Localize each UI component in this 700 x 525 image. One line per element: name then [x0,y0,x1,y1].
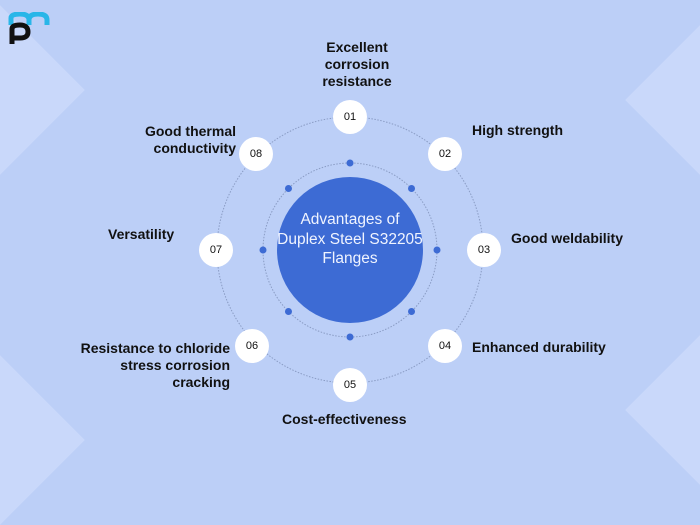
label-01: Excellent corrosion resistance [322,39,392,89]
label-02: High strength [472,122,563,138]
ring-dot [408,308,416,316]
node-03: 03 [467,233,501,267]
center-circle [277,177,423,323]
node-08: 08 [239,137,273,171]
center-title: Advantages of Duplex Steel S32205 Flange… [277,211,423,267]
node-04: 04 [428,329,462,363]
label-04: Enhanced durability [472,339,606,355]
ring-dot [346,333,354,341]
label-05: Cost-effectiveness [282,411,407,427]
node-07: 07 [199,233,233,267]
ring-dot [408,184,416,192]
ring-dot [284,308,292,316]
label-03: Good weldability [511,230,624,246]
label-06: Resistance to chloride stress corrosion … [80,340,230,390]
label-07: Versatility [108,226,175,242]
node-05: 05 [333,368,367,402]
ring-dot [346,159,354,167]
label-08: Good thermal conductivity [144,123,236,156]
node-02: 02 [428,137,462,171]
node-01: 01 [333,100,367,134]
ring-dot [433,246,441,254]
ring-dot [284,184,292,192]
ring-dot [259,246,267,254]
node-06: 06 [235,329,269,363]
brand-logo [8,12,50,44]
